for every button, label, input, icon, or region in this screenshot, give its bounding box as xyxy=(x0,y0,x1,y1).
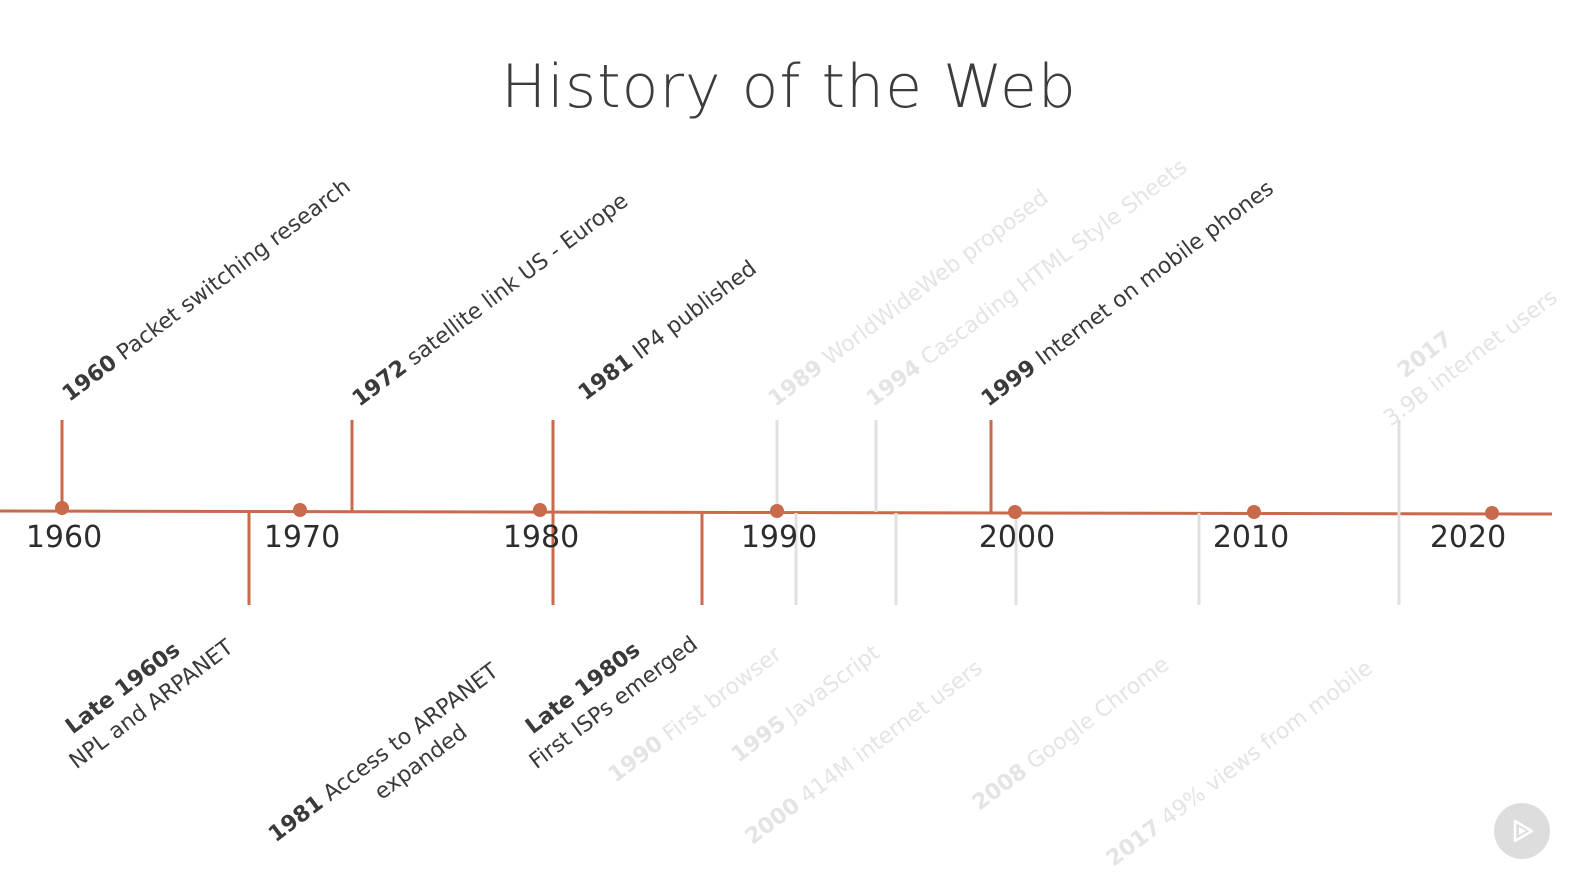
year-label-1970: 1970 xyxy=(263,520,341,555)
year-label-1990: 1990 xyxy=(740,520,818,555)
dot-2020 xyxy=(1485,506,1499,520)
year-label-2000: 2000 xyxy=(978,520,1056,555)
dot-2010 xyxy=(1247,505,1261,519)
year-label-2020: 2020 xyxy=(1429,520,1507,555)
play-button[interactable] xyxy=(1494,803,1550,859)
year-label-2010: 2010 xyxy=(1212,520,1290,555)
dot-1990 xyxy=(770,504,784,518)
dot-2000 xyxy=(1008,505,1022,519)
slide-title: History of the Web xyxy=(501,52,1077,122)
dot-1980 xyxy=(533,503,547,517)
year-label-1960: 1960 xyxy=(25,520,103,555)
year-label-1980: 1980 xyxy=(502,520,580,555)
play-icon xyxy=(1513,819,1534,843)
dot-1960 xyxy=(55,501,69,515)
dot-1970 xyxy=(293,503,307,517)
